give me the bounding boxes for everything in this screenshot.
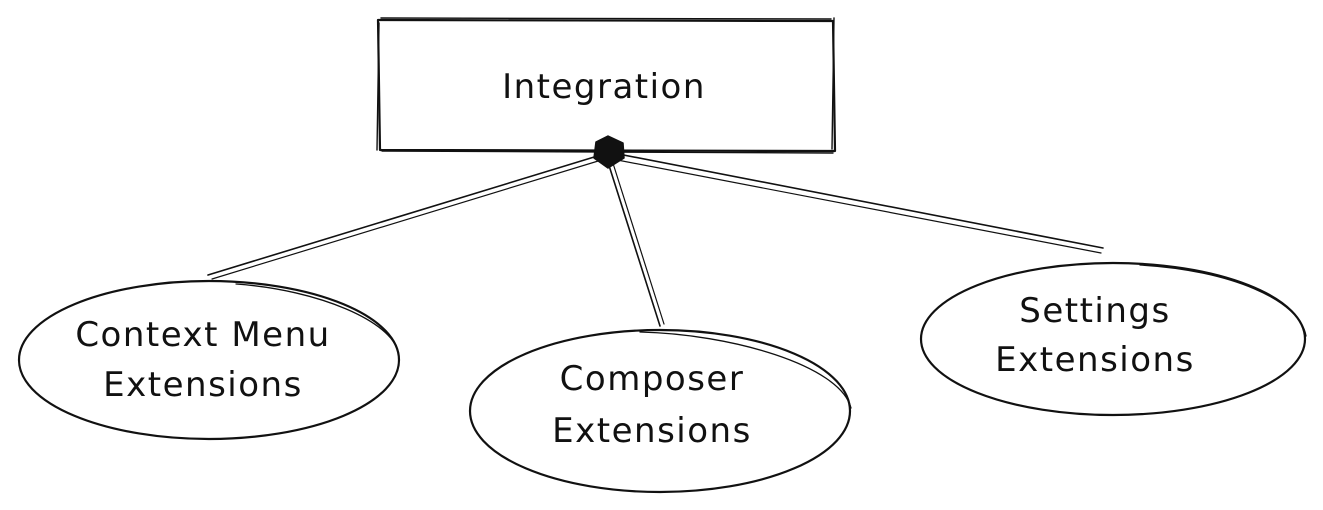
- root-node-border-sketch: [376, 17, 835, 154]
- hub-diamond: [593, 135, 625, 169]
- child-node-settings[interactable]: Settings Extensions: [919, 261, 1307, 417]
- root-node[interactable]: Integration: [376, 17, 837, 154]
- connector-context-menu: [207, 153, 609, 280]
- child-node-settings-label-line1: Settings: [1019, 291, 1170, 331]
- root-node-border: [376, 18, 837, 153]
- child-node-context-menu-sketch: [235, 283, 399, 353]
- child-node-composer-shape: [468, 328, 852, 494]
- root-node-label: Integration: [502, 67, 706, 107]
- child-node-context-menu-label-line2: Extensions: [103, 365, 303, 405]
- child-node-context-menu-label-line1: Context Menu: [75, 315, 330, 355]
- child-node-composer-sketch: [639, 331, 852, 409]
- child-node-settings-label-line2: Extensions: [995, 340, 1195, 380]
- child-node-composer[interactable]: Composer Extensions: [468, 328, 852, 494]
- child-node-settings-shape: [919, 261, 1307, 417]
- child-node-context-menu[interactable]: Context Menu Extensions: [17, 279, 401, 441]
- child-node-composer-label-line2: Extensions: [552, 411, 752, 451]
- child-node-context-menu-shape: [17, 279, 401, 441]
- connector-composer: [605, 155, 665, 327]
- child-node-settings-sketch: [1139, 264, 1307, 337]
- child-node-composer-label-line1: Composer: [560, 359, 745, 399]
- connector-settings: [606, 151, 1104, 254]
